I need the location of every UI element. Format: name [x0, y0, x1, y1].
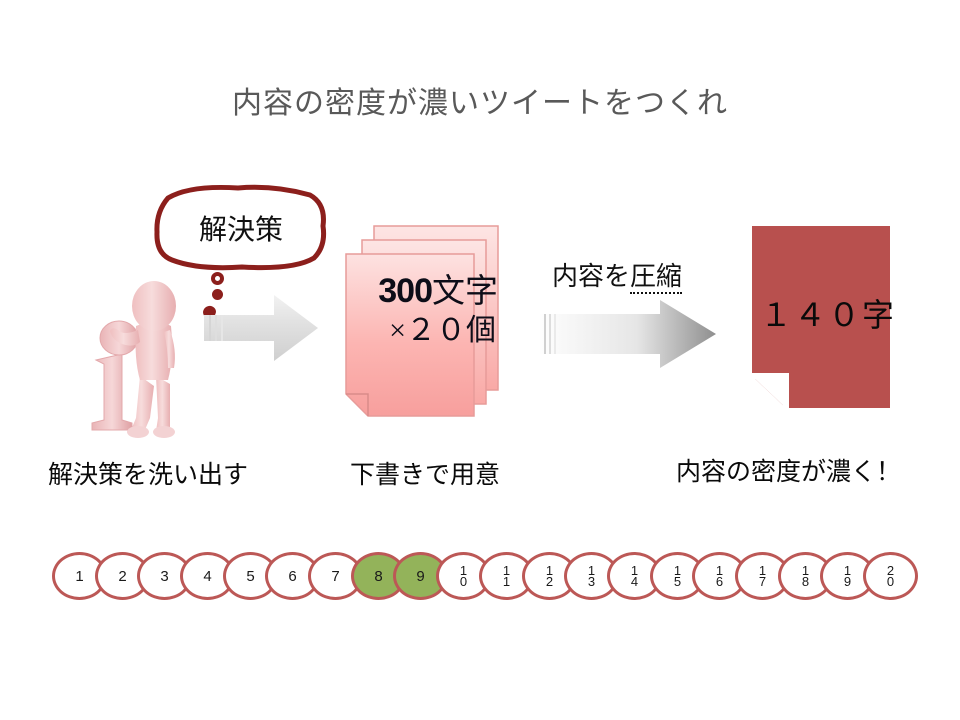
- right-arrow-icon: [538, 300, 718, 375]
- step-label: 7: [331, 567, 340, 585]
- compress-label-emphasis: 圧縮: [630, 262, 683, 294]
- thought-dot-medium-icon: [212, 289, 223, 300]
- step-label: 6: [288, 567, 297, 585]
- step-label: 8: [374, 567, 383, 585]
- thought-bubble: 解決策: [146, 182, 332, 274]
- compress-label: 内容を圧縮: [552, 256, 683, 294]
- right-arrow-icon: [202, 289, 320, 372]
- step-label: 1: [75, 567, 84, 585]
- thought-dot-large-icon: [211, 272, 224, 285]
- step-label: 9: [416, 567, 425, 585]
- document-folded-corner-icon: [748, 222, 904, 417]
- stacked-documents-icon: [338, 222, 518, 423]
- step-oval-3[interactable]: 3: [137, 552, 192, 600]
- step-label: 4: [203, 567, 212, 585]
- caption-step-1: 解決策を洗い出す: [48, 462, 249, 489]
- caption-step-3: 内容の密度が濃く！: [676, 459, 902, 486]
- step-label: 5: [246, 567, 255, 585]
- page-title: 内容の密度が濃いツイートをつくれ: [232, 87, 728, 120]
- red-document-label: １４０字: [759, 297, 896, 333]
- step-label: 2: [118, 567, 127, 585]
- person-with-information-i-icon: [78, 268, 208, 453]
- thought-bubble-label: 解決策: [198, 215, 283, 246]
- compress-label-plain: 内容を: [552, 262, 631, 291]
- step-label: 3: [160, 567, 169, 585]
- caption-step-2: 下書きで用意: [350, 462, 501, 489]
